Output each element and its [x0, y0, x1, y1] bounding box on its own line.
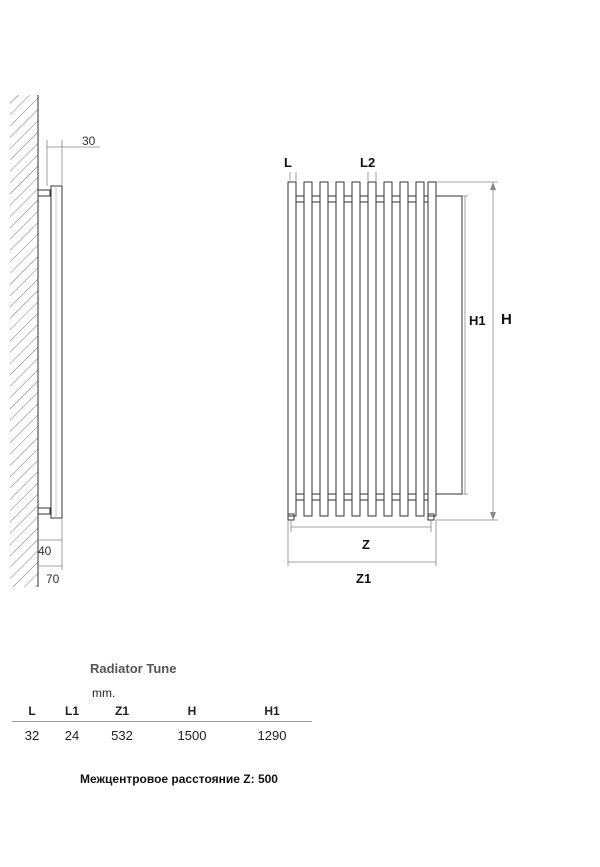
label-z1: Z1: [356, 571, 371, 586]
front-view: L L2 H1 H Z Z1: [284, 155, 512, 586]
label-h: H: [501, 311, 512, 328]
dim-depth-top: 30: [82, 134, 96, 148]
tube: [383, 181, 393, 517]
spec-unit: mm.: [92, 686, 116, 700]
wall-hatch: [10, 95, 38, 587]
header-h: H: [152, 700, 232, 722]
top-bracket: [37, 189, 51, 197]
radiator-side-profile: [50, 185, 63, 519]
label-l: L: [284, 155, 292, 170]
spec-value-row: 32 24 532 1500 1290: [12, 722, 312, 750]
header-l1: L1: [52, 700, 92, 722]
value-l: 32: [24, 728, 40, 743]
tube: [415, 181, 425, 517]
value-l1: 24: [64, 728, 80, 743]
value-z1: 532: [111, 728, 133, 743]
tube: [367, 181, 377, 517]
dim-wall: 70: [46, 572, 60, 586]
label-z: Z: [362, 537, 370, 552]
value-h1: 1290: [257, 728, 287, 743]
label-h1: H1: [469, 313, 486, 328]
spec-table: L L1 Z1 H H1 32 24 532 1500 1290: [12, 700, 312, 749]
tube: [399, 181, 409, 517]
header-l: L: [12, 700, 52, 722]
tube: [427, 181, 437, 517]
tube: [351, 181, 361, 517]
tube: [287, 181, 297, 517]
radiator-tubes: [287, 181, 437, 517]
tube: [335, 181, 345, 517]
spec-header-row: L L1 Z1 H H1: [12, 700, 312, 722]
value-h: 1500: [177, 728, 207, 743]
center-distance-note: Межцентровое расстояние Z: 500: [80, 772, 278, 786]
label-l2: L2: [360, 155, 375, 170]
header-h1: H1: [231, 700, 312, 722]
spec-title: Radiator Tune: [90, 661, 177, 676]
header-z1: Z1: [92, 700, 153, 722]
dim-bracket: 40: [38, 544, 52, 558]
bottom-bracket: [37, 507, 51, 515]
tube: [303, 181, 313, 517]
side-view: 30 40 70: [10, 95, 100, 587]
back-rail: [435, 195, 463, 495]
tube: [319, 181, 329, 517]
